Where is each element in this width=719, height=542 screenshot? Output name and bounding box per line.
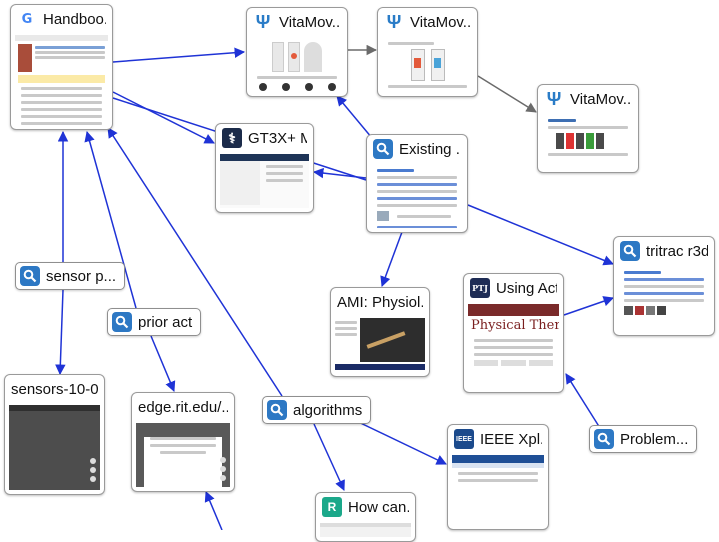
query-chip-problem[interactable]: Problem...	[589, 425, 698, 453]
edge-handbook-gt3x	[112, 91, 215, 144]
node-title: How can...	[348, 498, 409, 516]
page-thumbnail	[136, 423, 230, 487]
search-icon	[267, 400, 287, 420]
ptj-icon: PTJ	[470, 278, 490, 298]
ieee-icon: IEEE	[454, 429, 474, 449]
node-title: sensors-10-0...	[11, 380, 98, 398]
page-node-ieee[interactable]: IEEE IEEE Xpl...	[447, 424, 549, 530]
edge-algorithms-howcan	[313, 423, 345, 491]
edge-bottom-edgerit	[204, 491, 223, 530]
node-title: IEEE Xpl...	[480, 430, 542, 448]
page-node-using-act[interactable]: PTJ Using Act... Physical Therapy	[463, 273, 564, 393]
edge-existing-ami	[380, 231, 403, 287]
page-thumbnail	[220, 154, 309, 208]
node-title: tritrac r3d	[646, 242, 708, 260]
page-node-how-can[interactable]: R How can...	[315, 492, 416, 542]
query-label: sensor p...	[46, 267, 117, 285]
query-label: Problem...	[620, 430, 689, 448]
node-title: AMI: Physiol...	[337, 293, 423, 311]
page-thumbnail	[335, 318, 425, 372]
edge-existing-gt3x	[312, 167, 367, 179]
page-node-ami[interactable]: AMI: Physiol...	[330, 287, 430, 377]
edge-existing-vitamove1	[336, 95, 373, 139]
figure-icon: ⚕	[222, 128, 242, 148]
edge-problem-usingact	[565, 373, 601, 429]
vitamove-icon: Ψ	[386, 11, 402, 32]
google-icon: G	[21, 11, 33, 27]
search-node-existing[interactable]: Existing ...	[366, 134, 468, 233]
journal-brand: Physical Therapy	[471, 318, 559, 333]
node-title: Existing ...	[399, 140, 461, 158]
query-chip-sensor-p[interactable]: sensor p...	[15, 262, 126, 290]
page-node-vitamove-1[interactable]: Ψ VitaMov...	[246, 7, 348, 97]
edge-usingact-tritrac	[563, 296, 614, 316]
search-icon	[620, 241, 640, 261]
node-title: VitaMov...	[570, 90, 632, 108]
vitamove-icon: Ψ	[255, 11, 271, 32]
page-thumbnail	[382, 38, 473, 92]
node-title: Using Act...	[496, 279, 557, 297]
page-node-sensors[interactable]: sensors-10-0...	[4, 374, 105, 495]
page-node-gt3x[interactable]: ⚕ GT3X+ M...	[215, 123, 314, 213]
edge-handbook-vitamove1	[112, 47, 246, 63]
page-thumbnail: Physical Therapy	[468, 304, 559, 388]
node-title: VitaMov...	[410, 13, 471, 31]
page-thumbnail	[371, 165, 463, 228]
node-title: edge.rit.edu/...	[138, 398, 228, 416]
page-node-vitamove-2[interactable]: Ψ VitaMov...	[377, 7, 478, 97]
page-thumbnail	[320, 523, 411, 537]
query-label: prior act	[138, 313, 193, 331]
search-icon	[112, 312, 132, 332]
edge-algorithms-ieee	[349, 417, 447, 465]
edge-vitamove2-vitamove3	[477, 75, 537, 113]
page-thumbnail	[251, 38, 343, 92]
search-icon	[594, 429, 614, 449]
researchgate-icon: R	[322, 497, 342, 517]
page-thumbnail	[452, 455, 544, 525]
page-thumbnail	[542, 115, 634, 168]
node-title: GT3X+ M...	[248, 129, 307, 147]
edge-prioract-edgerit	[150, 335, 176, 392]
search-node-tritrac[interactable]: tritrac r3d	[613, 236, 715, 336]
edge-algorithms-handbook	[107, 127, 283, 397]
page-thumbnail	[9, 405, 100, 490]
page-node-edge-rit[interactable]: edge.rit.edu/...	[131, 392, 235, 492]
query-label: algorithms	[293, 401, 363, 419]
edge-layer	[55, 44, 614, 530]
query-chip-algorithms[interactable]: algorithms	[262, 396, 372, 424]
page-node-vitamove-3[interactable]: Ψ VitaMov...	[537, 84, 639, 173]
page-thumbnail	[15, 35, 108, 125]
node-title: Handboo...	[43, 10, 106, 28]
page-thumbnail	[618, 267, 710, 331]
edge-sensorp-sensors	[55, 289, 66, 376]
edge-prioract-handbook	[84, 130, 137, 309]
query-chip-prior-act[interactable]: prior act	[107, 308, 202, 336]
search-icon	[373, 139, 393, 159]
vitamove-icon: Ψ	[546, 88, 562, 109]
search-icon	[20, 266, 40, 286]
edge-existing-tritrac	[467, 204, 614, 266]
page-node-handbook[interactable]: G Handboo...	[10, 4, 113, 130]
node-title: VitaMov...	[279, 13, 341, 31]
